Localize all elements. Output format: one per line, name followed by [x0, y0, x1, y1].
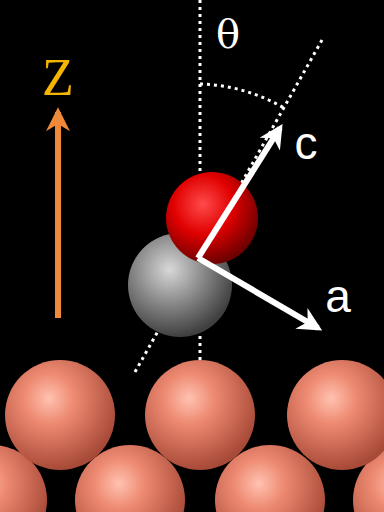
c-axis-arrow [198, 128, 280, 258]
angle-arc [200, 84, 284, 108]
a-axis-arrow [198, 258, 318, 328]
copper-atoms [0, 360, 384, 512]
axis-label: Z [42, 52, 74, 104]
z-axis-arrow [55, 112, 61, 318]
angle-label: θ [216, 14, 240, 54]
axis-label: a [325, 273, 351, 319]
axis-label: c [295, 120, 318, 166]
